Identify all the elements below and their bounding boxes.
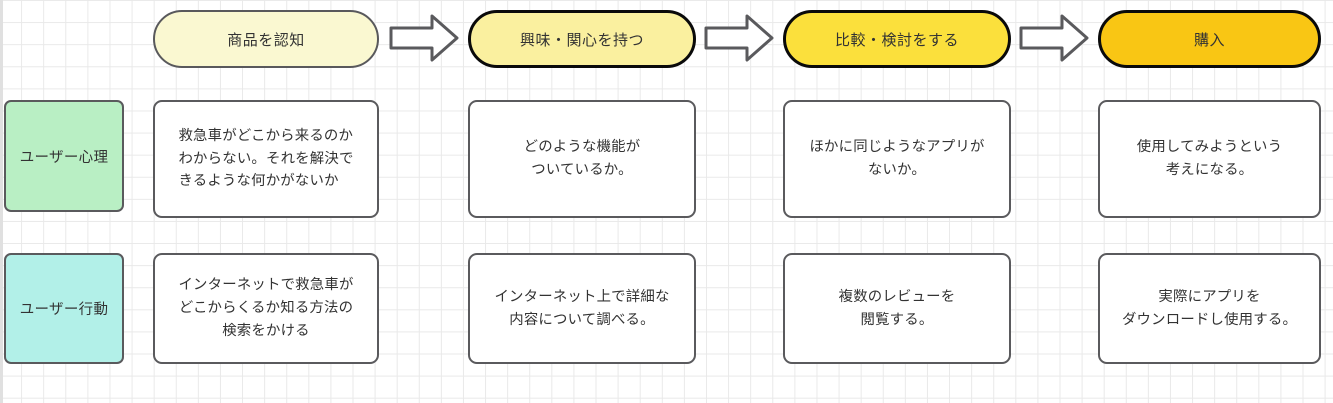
- cell-behavior-4[interactable]: 実際にアプリを ダウンロードし使用する。: [1098, 253, 1321, 364]
- cell-psychology-2-text: どのような機能が ついているか。: [523, 139, 641, 178]
- stage-pill-4-label: 購入: [1193, 31, 1225, 49]
- cell-psychology-3-text: ほかに同じようなアプリが ないか。: [809, 139, 985, 178]
- arrow-right-icon-3: [1018, 13, 1090, 63]
- cell-psychology-2[interactable]: どのような機能が ついているか。: [468, 100, 696, 218]
- stage-pill-2-label: 興味・関心を持つ: [519, 31, 644, 49]
- stage-pill-4[interactable]: 購入: [1098, 10, 1321, 68]
- row-label-behavior[interactable]: ユーザー行動: [4, 253, 124, 364]
- cell-psychology-3[interactable]: ほかに同じようなアプリが ないか。: [783, 100, 1011, 218]
- cell-behavior-2[interactable]: インターネット上で詳細な 内容について調べる。: [468, 253, 696, 364]
- row-label-psychology-text: ユーザー心理: [19, 149, 109, 166]
- cell-psychology-4[interactable]: 使用してみようという 考えになる。: [1098, 100, 1321, 218]
- stage-pill-1-label: 商品を認知: [227, 31, 305, 49]
- cell-behavior-2-text: インターネット上で詳細な 内容について調べる。: [494, 288, 670, 328]
- stage-pill-2[interactable]: 興味・関心を持つ: [468, 10, 696, 68]
- arrow-right-icon-1: [388, 13, 460, 63]
- cell-behavior-1[interactable]: インターネットで救急車が どこからくるか知る方法の 検索をかける: [153, 253, 379, 364]
- cell-behavior-4-text: 実際にアプリを ダウンロードし使用する。: [1121, 288, 1298, 328]
- arrow-right-icon-2: [703, 13, 775, 63]
- cell-psychology-4-text: 使用してみようという 考えになる。: [1136, 139, 1283, 178]
- cell-behavior-3[interactable]: 複数のレビューを 閲覧する。: [783, 253, 1011, 364]
- row-label-behavior-text: ユーザー行動: [19, 302, 109, 318]
- stage-pill-1[interactable]: 商品を認知: [153, 10, 379, 68]
- cell-behavior-1-text: インターネットで救急車が どこからくるか知る方法の 検索をかける: [178, 277, 354, 339]
- row-label-psychology[interactable]: ユーザー心理: [4, 100, 124, 212]
- stage-pill-3-label: 比較・検討をする: [834, 31, 959, 49]
- cell-psychology-1-text: 救急車がどこから来るのか わからない。それを解決で きるような何かがないか: [178, 127, 354, 190]
- cell-behavior-3-text: 複数のレビューを 閲覧する。: [838, 288, 956, 328]
- stage-pill-3[interactable]: 比較・検討をする: [783, 10, 1011, 68]
- cell-psychology-1[interactable]: 救急車がどこから来るのか わからない。それを解決で きるような何かがないか: [153, 100, 379, 218]
